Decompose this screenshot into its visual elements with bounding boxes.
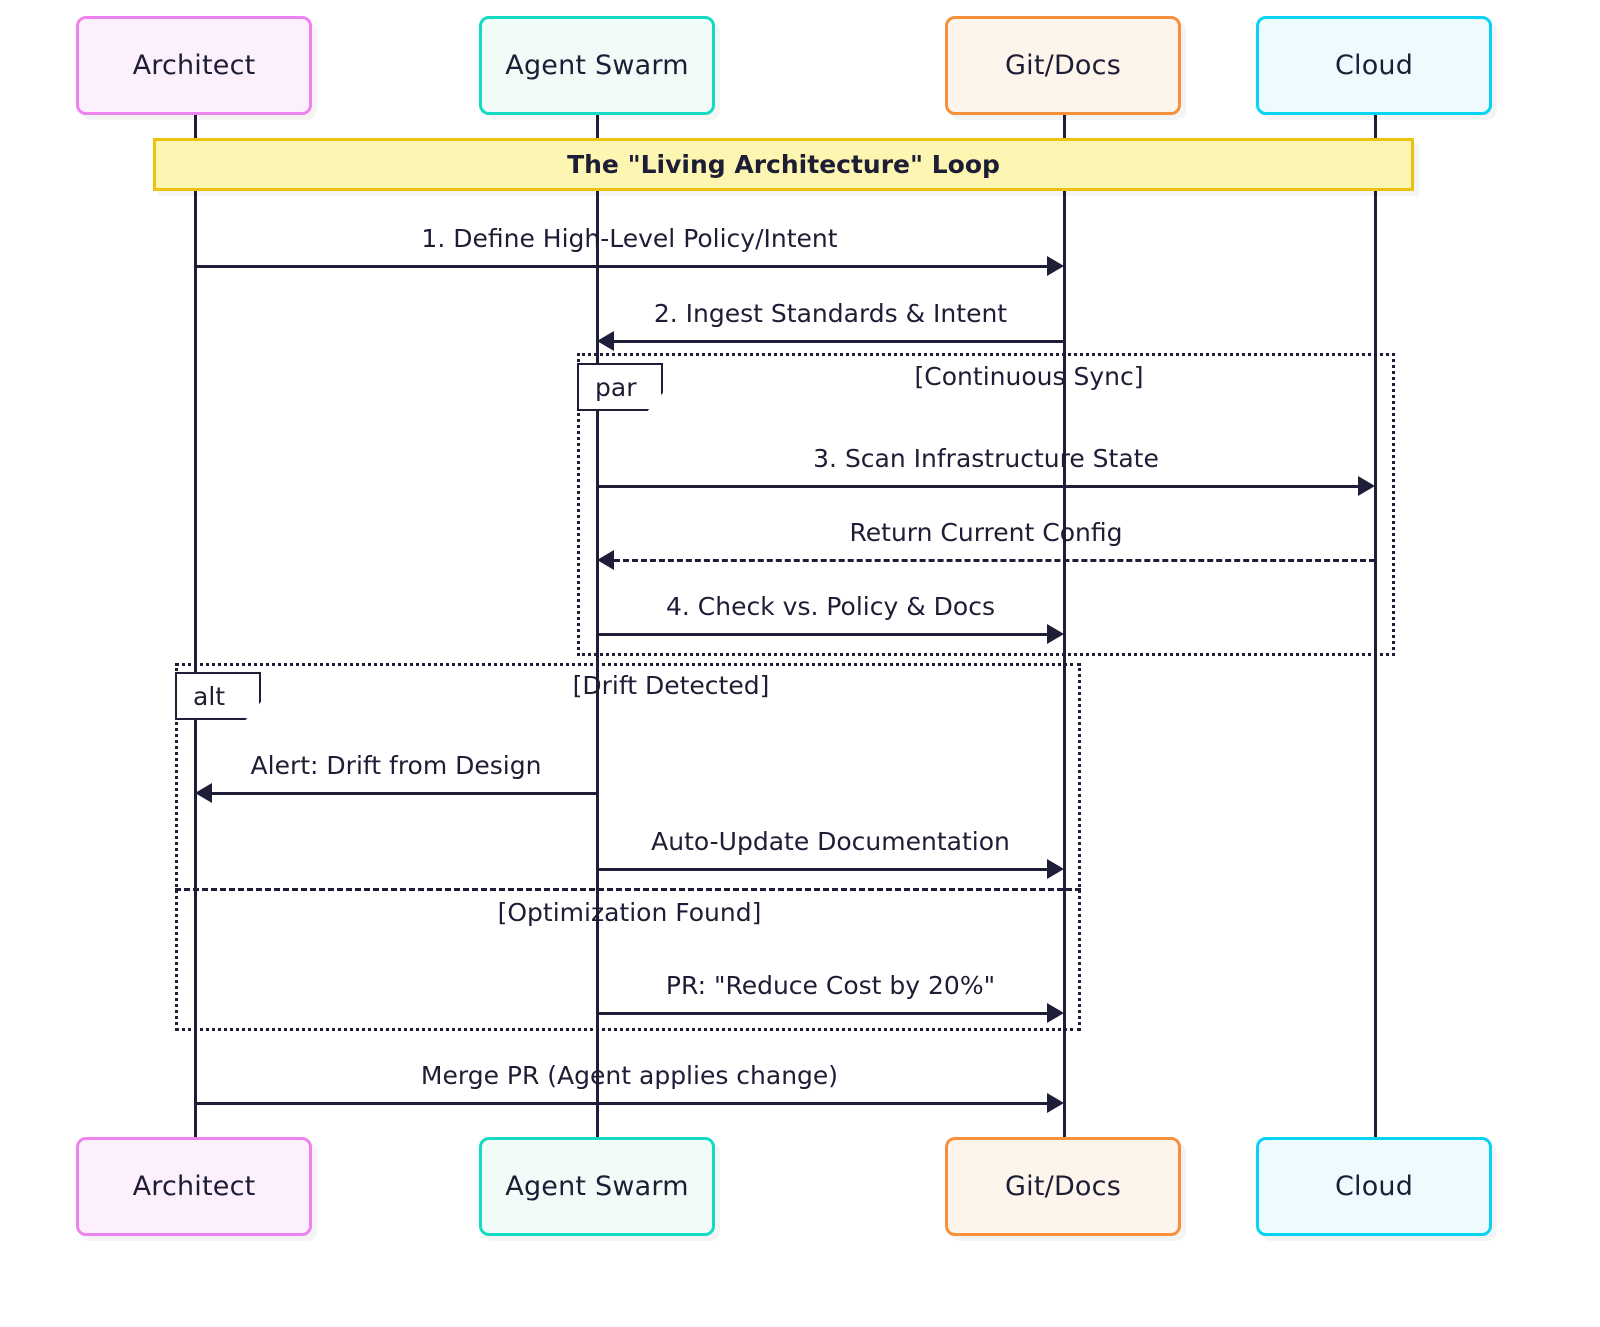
arrowhead-left-m4	[597, 550, 614, 570]
message-label-m1: 1. Define High-Level Policy/Intent	[421, 224, 838, 253]
participant-git-docs-top[interactable]: Git/Docs	[945, 16, 1181, 115]
participant-label: Cloud	[1334, 1171, 1414, 1202]
message-label-m8: PR: "Reduce Cost by 20%"	[665, 971, 996, 1000]
lifeline-cloud	[1374, 113, 1377, 1142]
fragment-label-alt: alt	[175, 672, 261, 720]
arrowhead-left-m2	[597, 331, 614, 351]
message-label-m7: Auto-Update Documentation	[651, 827, 1010, 856]
arrowhead-right-m1	[1047, 256, 1064, 276]
participant-label: Agent Swarm	[505, 1171, 689, 1202]
participant-label: Agent Swarm	[505, 50, 689, 81]
message-line-m9	[195, 1102, 1047, 1105]
message-label-m5: 4. Check vs. Policy & Docs	[666, 592, 995, 621]
participant-label: Cloud	[1334, 50, 1414, 81]
fragment-label-par: par	[577, 363, 663, 411]
fragment-condition-continuous-sync: [Continuous Sync]	[914, 362, 1144, 391]
message-label-m9: Merge PR (Agent applies change)	[420, 1061, 839, 1090]
loop-banner-label: The "Living Architecture" Loop	[567, 150, 1000, 179]
arrowhead-right-m3	[1358, 476, 1375, 496]
message-line-m2	[614, 340, 1065, 343]
message-label-m2: 2. Ingest Standards & Intent	[653, 299, 1008, 328]
arrowhead-left-m6	[195, 783, 212, 803]
fragment-par-continuous-sync	[577, 353, 1395, 656]
fragment-condition-optimization-found: [Optimization Found]	[497, 898, 762, 927]
participant-agent-swarm-bottom[interactable]: Agent Swarm	[479, 1137, 715, 1236]
participant-architect-bottom[interactable]: Architect	[76, 1137, 312, 1236]
participant-git-docs-bottom[interactable]: Git/Docs	[945, 1137, 1181, 1236]
participant-label: Git/Docs	[1005, 1171, 1121, 1202]
fragment-condition-drift-detected: [Drift Detected]	[572, 671, 770, 700]
lifeline-architect	[194, 113, 197, 1142]
message-line-m8	[597, 1012, 1047, 1015]
message-label-m4: Return Current Config	[849, 518, 1123, 547]
arrowhead-right-m9	[1047, 1093, 1064, 1113]
arrowhead-right-m5	[1047, 624, 1064, 644]
message-line-m4	[614, 559, 1375, 562]
message-line-m6	[212, 792, 597, 795]
participant-label: Architect	[132, 1171, 256, 1202]
arrowhead-right-m7	[1047, 859, 1064, 879]
message-label-m3: 3. Scan Infrastructure State	[813, 444, 1159, 473]
message-line-m1	[195, 265, 1047, 268]
fragment-divider-alt	[175, 888, 1081, 891]
fragment-alt-drift	[175, 663, 1081, 1031]
lifeline-agent-swarm	[596, 113, 599, 1142]
message-label-m6: Alert: Drift from Design	[250, 751, 542, 780]
participant-architect-top[interactable]: Architect	[76, 16, 312, 115]
arrowhead-right-m8	[1047, 1003, 1064, 1023]
message-line-m7	[597, 868, 1047, 871]
participant-label: Architect	[132, 50, 256, 81]
participant-agent-swarm-top[interactable]: Agent Swarm	[479, 16, 715, 115]
participant-cloud-top[interactable]: Cloud	[1256, 16, 1492, 115]
message-line-m3	[597, 485, 1358, 488]
message-line-m5	[597, 633, 1047, 636]
fragment-kind-label: par	[595, 372, 637, 402]
fragment-kind-label: alt	[193, 681, 226, 711]
participant-label: Git/Docs	[1005, 50, 1121, 81]
participant-cloud-bottom[interactable]: Cloud	[1256, 1137, 1492, 1236]
loop-banner: The "Living Architecture" Loop	[153, 138, 1414, 191]
lifeline-git-docs	[1063, 113, 1066, 1142]
